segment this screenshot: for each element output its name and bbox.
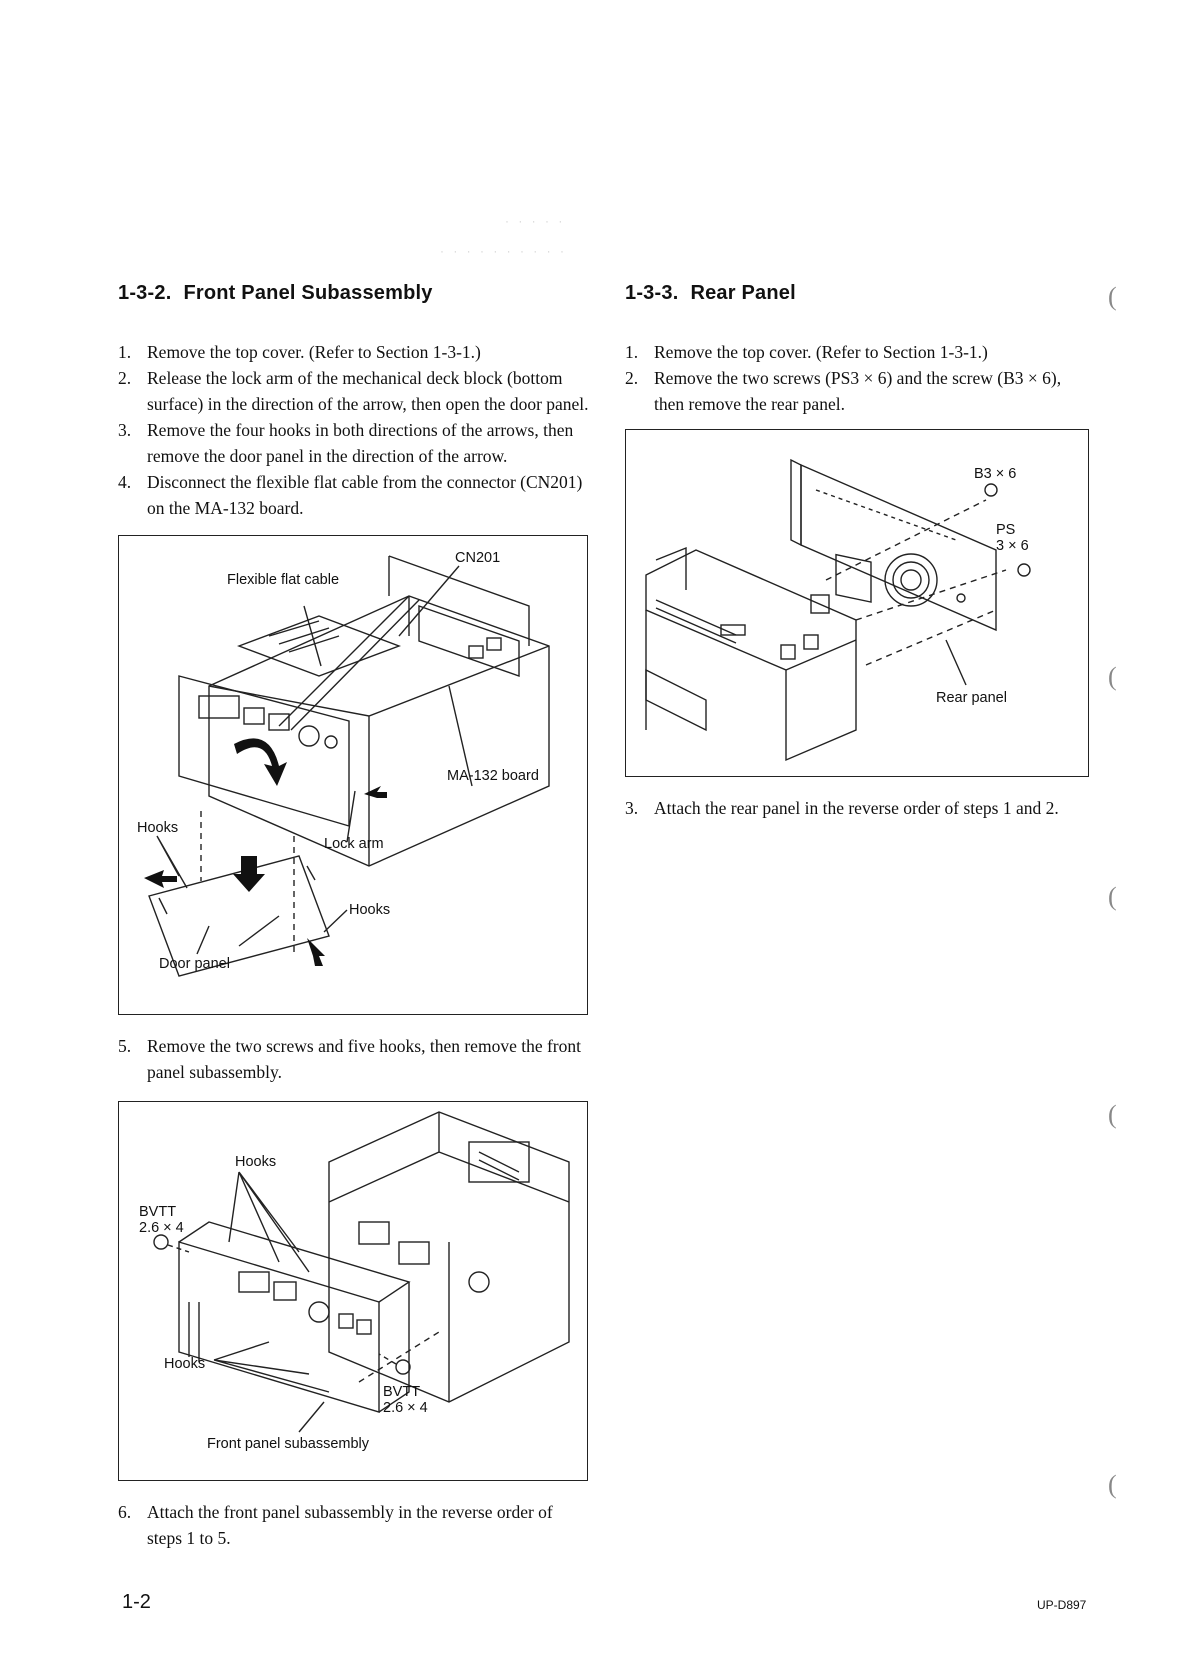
step-item: 1. Remove the top cover. (Refer to Sectio… — [625, 339, 1095, 365]
step-item: 3. Remove the four hooks in both directio… — [118, 417, 590, 469]
section-heading: 1-3-3. Rear Panel — [625, 282, 1095, 305]
front-panel-drawing: Hooks BVTT 2.6 × 4 Hooks BVTT 2.6 × 4 Fr… — [139, 1111, 570, 1452]
label-cn201: CN201 — [455, 550, 500, 566]
step-number: 1. — [118, 342, 132, 362]
step-list: 1. Remove the top cover. (Refer to Sectio… — [118, 339, 590, 521]
step-item: 3. Attach the rear panel in the reverse o… — [625, 795, 1095, 821]
section-title: Rear Panel — [690, 282, 796, 304]
step-number: 6. — [118, 1502, 132, 1522]
step-text: Remove the two screws and five hooks, th… — [147, 1036, 581, 1082]
section-rear-panel: 1-3-3. Rear Panel 1. Remove the top cover.… — [625, 282, 1095, 821]
label-bvtt-right-size: 2.6 × 4 — [383, 1400, 428, 1416]
label-door-panel: Door panel — [159, 956, 230, 972]
label-flexible-flat-cable: Flexible flat cable — [227, 572, 339, 588]
section-heading: 1-3-2. Front Panel Subassembly — [118, 282, 590, 305]
step-number: 3. — [625, 798, 639, 818]
label-hooks-left: Hooks — [137, 820, 178, 836]
margin-bracket: ( — [1108, 662, 1117, 691]
label-bvtt-left-size: 2.6 × 4 — [139, 1220, 184, 1236]
section-number: 1-3-2. — [118, 282, 172, 304]
label-hooks-right: Hooks — [349, 902, 390, 918]
step-number: 2. — [625, 368, 639, 388]
margin-bracket: ( — [1108, 282, 1117, 311]
section-front-panel: 1-3-2. Front Panel Subassembly 1. Remove t… — [118, 282, 590, 1551]
step-item: 2. Release the lock arm of the mechanical… — [118, 365, 590, 417]
step-text: Attach the front panel subassembly in th… — [147, 1502, 553, 1548]
step-list: 5. Remove the two screws and five hooks, … — [118, 1033, 590, 1085]
step-item: 2. Remove the two screws (PS3 × 6) and th… — [625, 365, 1095, 417]
step-item: 6. Attach the front panel subassembly in … — [118, 1499, 590, 1551]
label-lock-arm: Lock arm — [324, 836, 384, 852]
step-item: 5. Remove the two screws and five hooks, … — [118, 1033, 590, 1085]
step-list: 6. Attach the front panel subassembly in … — [118, 1499, 590, 1551]
step-text: Remove the four hooks in both directions… — [147, 420, 574, 466]
step-number: 1. — [625, 342, 639, 362]
label-bvtt-left: BVTT — [139, 1204, 176, 1220]
margin-bracket: ( — [1108, 1470, 1117, 1499]
door-panel-drawing: CN201 Flexible flat cable MA-132 board H… — [137, 550, 550, 977]
step-list: 1. Remove the top cover. (Refer to Sectio… — [625, 339, 1095, 417]
step-list: 3. Attach the rear panel in the reverse o… — [625, 795, 1095, 821]
step-item: 1. Remove the top cover. (Refer to Sectio… — [118, 339, 590, 365]
page-number: 1-2 — [122, 1591, 151, 1613]
step-number: 3. — [118, 420, 132, 440]
label-hooks-bottom: Hooks — [164, 1356, 205, 1372]
model-number: UP-D897 — [1037, 1598, 1087, 1612]
rear-panel-drawing: B3 × 6 PS 3 × 6 Rear panel — [645, 458, 1031, 762]
step-number: 5. — [118, 1036, 132, 1056]
step-text: Remove the two screws (PS3 × 6) and the … — [654, 368, 1062, 414]
bleed-through-mark: · · · · · — [505, 214, 566, 228]
label-ma-132-board: MA-132 board — [447, 768, 539, 784]
bleed-through-mark: · · · · · · · · · · — [440, 244, 567, 258]
step-text: Disconnect the flexible flat cable from … — [147, 472, 583, 518]
label-hooks-top: Hooks — [235, 1154, 276, 1170]
step-number: 2. — [118, 368, 132, 388]
label-bvtt-right: BVTT — [383, 1384, 420, 1400]
section-title: Front Panel Subassembly — [183, 282, 433, 304]
label-ps-screw-size: 3 × 6 — [996, 538, 1029, 554]
label-b3-screw: B3 × 6 — [974, 466, 1016, 482]
step-number: 4. — [118, 472, 132, 492]
label-front-panel-subassembly: Front panel subassembly — [207, 1436, 370, 1452]
figure-door-panel-removal: CN201 Flexible flat cable MA-132 board H… — [118, 535, 588, 1015]
step-text: Remove the top cover. (Refer to Section … — [147, 342, 481, 362]
step-text: Remove the top cover. (Refer to Section … — [654, 342, 988, 362]
section-number: 1-3-3. — [625, 282, 679, 304]
figure-front-panel-removal: Hooks BVTT 2.6 × 4 Hooks BVTT 2.6 × 4 Fr… — [118, 1101, 588, 1481]
step-item: 4. Disconnect the flexible flat cable fro… — [118, 469, 590, 521]
step-text: Release the lock arm of the mechanical d… — [147, 368, 589, 414]
step-text: Attach the rear panel in the reverse ord… — [654, 798, 1059, 818]
margin-bracket: ( — [1108, 1100, 1117, 1129]
label-rear-panel: Rear panel — [936, 690, 1007, 706]
label-ps-screw: PS — [996, 522, 1015, 538]
margin-bracket: ( — [1108, 882, 1117, 911]
figure-rear-panel-removal: B3 × 6 PS 3 × 6 Rear panel — [625, 429, 1089, 777]
